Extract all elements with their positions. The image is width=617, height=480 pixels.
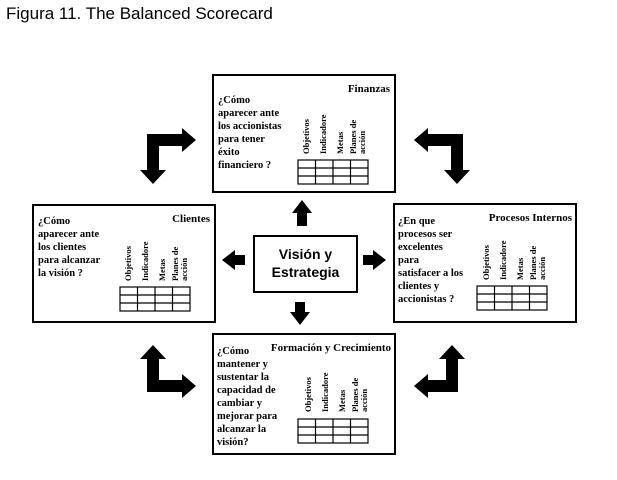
- column-header-planes: Planes de: [170, 247, 180, 281]
- procesos-question-line: satisfacer a los: [398, 268, 463, 279]
- clientes-question-line: la visión ?: [38, 268, 83, 279]
- perspective-formacion-crecimiento: Formación y Crecimiento ¿Cómo mantener y…: [212, 333, 396, 455]
- corner-arrow-bottom-right-icon: [414, 345, 465, 398]
- finanzas-question: ¿Cómo aparecer ante los accionistas para…: [218, 95, 281, 171]
- finanzas-title: Finanzas: [348, 83, 391, 95]
- clientes-question-line: ¿Cómo: [38, 216, 70, 227]
- formacion-column-headers: Objetivos Indicadore Metas Planes de acc…: [303, 372, 369, 412]
- corner-arrow-bottom-left-icon: [140, 345, 196, 398]
- column-header-objetivos: Objetivos: [123, 245, 133, 281]
- column-header-planes: Planes de: [350, 378, 360, 412]
- column-header-metas: Metas: [515, 257, 525, 280]
- procesos-question-line: clientes y: [398, 281, 440, 292]
- formacion-question: ¿Cómo mantener y sustentar la capacidad …: [217, 346, 278, 448]
- formacion-question-line: mejorar para: [217, 411, 278, 422]
- clientes-grid: [119, 286, 191, 312]
- center-box: [253, 235, 358, 293]
- finanzas-question-line: ¿Cómo: [218, 95, 250, 106]
- column-header-objetivos: Objetivos: [303, 376, 313, 412]
- formacion-question-line: mantener y: [217, 359, 269, 370]
- arrow-right-icon: [363, 250, 386, 270]
- perspective-clientes: Clientes ¿Cómo aparecer ante los cliente…: [32, 204, 216, 323]
- formacion-question-line: alcanzar la: [217, 424, 267, 435]
- column-header-objetivos: Objetivos: [481, 244, 491, 280]
- column-header-planes: Planes de: [528, 246, 538, 280]
- arrow-up-icon: [292, 200, 312, 226]
- finanzas-question-line: los accionistas: [218, 121, 281, 132]
- column-header-accion: acción: [179, 258, 189, 281]
- column-header-accion: acción: [357, 131, 367, 154]
- column-header-metas: Metas: [335, 131, 345, 154]
- procesos-grid: [476, 285, 548, 311]
- formacion-question-line: sustentar la: [217, 372, 270, 383]
- clientes-column-headers: Objetivos Indicadore Metas Planes de acc…: [123, 241, 189, 281]
- formacion-question-line: capacidad de: [217, 385, 276, 396]
- finanzas-question-line: financiero ?: [218, 160, 271, 171]
- procesos-question-line: accionistas ?: [398, 294, 454, 305]
- corner-arrow-top-left-icon: [140, 128, 196, 184]
- arrow-left-icon: [222, 250, 245, 270]
- column-header-metas: Metas: [157, 258, 167, 281]
- clientes-question: ¿Cómo aparecer ante los clientes para al…: [38, 216, 100, 279]
- procesos-question-line: excelentes: [398, 242, 443, 253]
- center-vision-estrategia: Visión y Estrategia: [253, 235, 358, 293]
- clientes-question-line: los clientes: [38, 242, 86, 253]
- formacion-question-line: visión?: [217, 437, 249, 448]
- procesos-question: ¿En que procesos ser excelentes para sat…: [398, 216, 463, 305]
- column-header-accion: acción: [537, 257, 547, 280]
- procesos-title: Procesos Internos: [489, 212, 573, 224]
- center-arrows: [222, 200, 386, 325]
- perspective-finanzas: Finanzas ¿Cómo aparecer ante los accioni…: [212, 74, 396, 193]
- column-header-accion: acción: [359, 389, 369, 412]
- formacion-grid: [297, 418, 369, 444]
- corner-arrows: [140, 128, 470, 398]
- corner-arrow-top-right-icon: [414, 128, 470, 184]
- finanzas-question-line: aparecer ante: [218, 108, 279, 119]
- center-line-2: Estrategia: [272, 264, 340, 280]
- procesos-question-line: ¿En que: [398, 216, 435, 227]
- column-header-objetivos: Objetivos: [301, 118, 311, 154]
- arrow-down-icon: [290, 302, 310, 325]
- figure-title: Figura 11. The Balanced Scorecard: [6, 4, 273, 23]
- procesos-column-headers: Objetivos Indicadore Metas Planes de acc…: [481, 240, 547, 280]
- column-header-indicadore: Indicadore: [320, 372, 330, 412]
- column-header-metas: Metas: [337, 389, 347, 412]
- column-header-indicadore: Indicadore: [318, 114, 328, 154]
- clientes-question-line: para alcanzar: [38, 255, 100, 266]
- clientes-question-line: aparecer ante: [38, 229, 99, 240]
- perspective-procesos-internos: Procesos Internos ¿En que procesos ser e…: [393, 203, 577, 323]
- finanzas-column-headers: Objetivos Indicadore Metas Planes de acc…: [301, 114, 367, 154]
- column-header-indicadore: Indicadore: [140, 241, 150, 281]
- finanzas-question-line: éxito: [218, 147, 240, 158]
- finanzas-question-line: para tener: [218, 134, 265, 145]
- procesos-question-line: procesos ser: [398, 229, 453, 240]
- column-header-planes: Planes de: [348, 120, 358, 154]
- formacion-question-line: cambiar y: [217, 398, 263, 409]
- clientes-title: Clientes: [172, 213, 211, 225]
- column-header-indicadore: Indicadore: [498, 240, 508, 280]
- formacion-title: Formación y Crecimiento: [271, 342, 392, 354]
- center-line-1: Visión y: [279, 246, 333, 262]
- finanzas-grid: [297, 159, 369, 185]
- formacion-question-line: ¿Cómo: [217, 346, 249, 357]
- procesos-question-line: para: [398, 255, 420, 266]
